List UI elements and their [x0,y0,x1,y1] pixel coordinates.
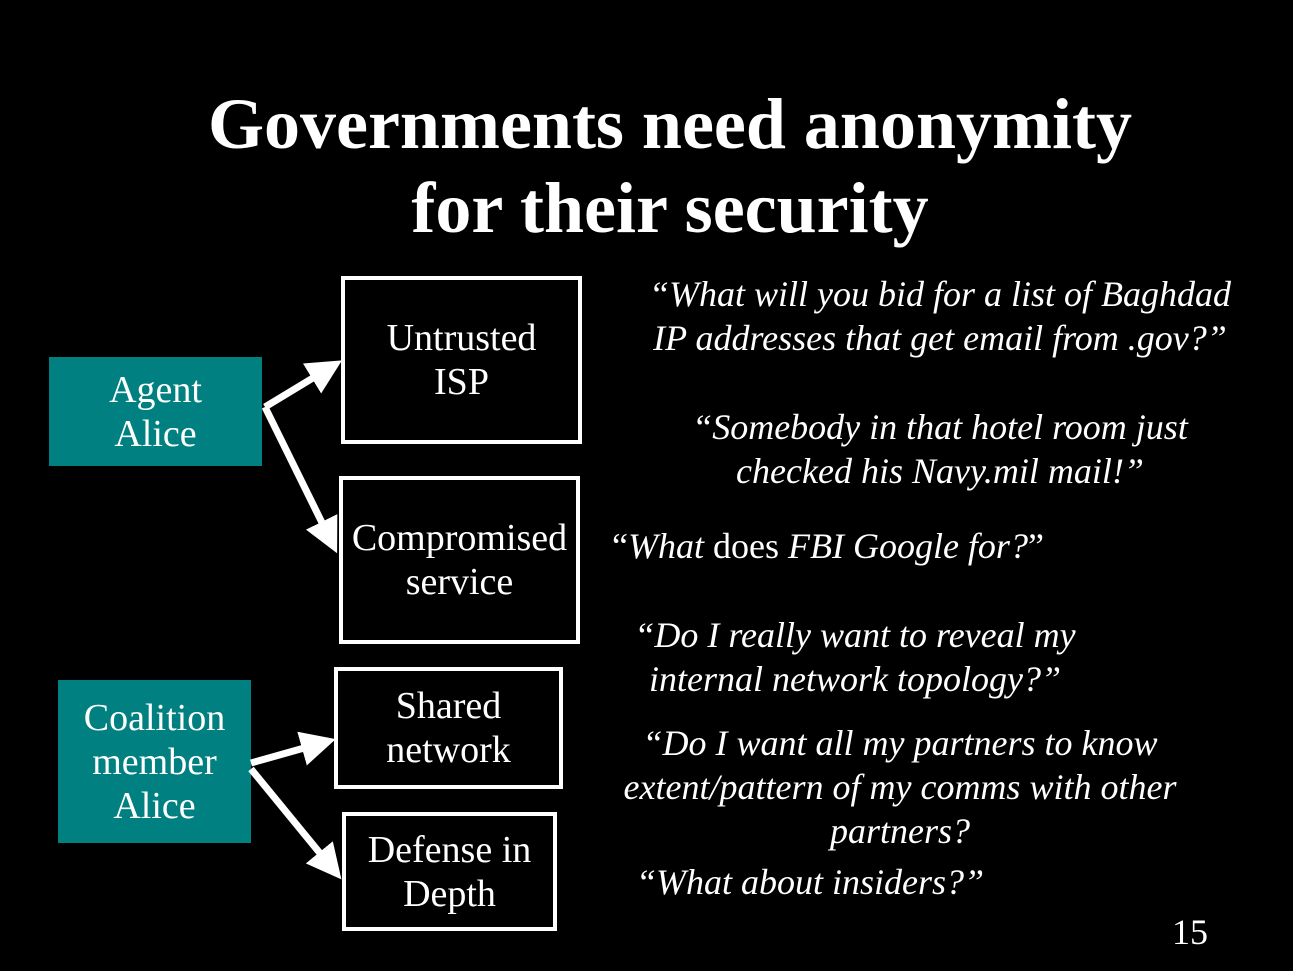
coalition-alice-label-line-3: Alice [113,784,196,827]
shared-network-box: Shared network [334,667,563,789]
quote-partners: “Do I want all my partners to know exten… [580,721,1220,853]
quote-network-topology-line-2: internal network topology?” [649,659,1061,699]
arrow-coalition-to-shared-network [250,731,336,767]
quote-partners-line-2: extent/pattern of my comms with other [623,767,1177,807]
arrow-agent-to-untrusted-isp [263,360,342,410]
quote-fbi-google-does: does [703,526,788,566]
quote-fbi-google-what: What [627,526,704,566]
arrow-agent-to-compromised-service [261,405,338,554]
quote-hotel-room-line-1: “Somebody in that hotel room just [692,407,1188,447]
quote-network-topology: “Do I really want to reveal my internal … [585,613,1125,701]
slide-title: Governments need anonymity for their sec… [0,82,1293,250]
page-number: 15 [1172,912,1208,952]
defense-in-depth-label-line-2: Depth [403,872,496,915]
untrusted-isp-label-line-2: ISP [434,361,489,403]
agent-alice-label-line-1: Agent [109,368,202,411]
quote-partners-line-1: “Do I want all my partners to know [642,723,1158,763]
coalition-alice-label-line-1: Coalition [83,696,226,739]
coalition-alice-box: Coalition member Alice [58,680,251,843]
quote-fbi-google: “What does FBI Google for?” [612,524,1044,568]
agent-alice-label-line-2: Alice [114,412,197,455]
quote-fbi-google-rest: FBI Google for? [787,526,1028,566]
coalition-alice-label-line-2: member [92,740,217,783]
quote-network-topology-line-1: “Do I really want to reveal my [634,615,1076,655]
compromised-service-label-line-2: service [405,561,514,603]
quote-baghdad-ip-line-1: “What will you bid for a list of Baghdad [648,274,1232,314]
untrusted-isp-label-line-1: Untrusted [386,317,537,359]
quote-insiders-line-1: “What about insiders?” [636,862,985,902]
quote-fbi-google-line: “What does FBI Google for?” [612,524,1044,568]
untrusted-isp-box: Untrusted ISP [341,276,582,444]
quote-hotel-room-line-2: checked his Navy.mil mail!” [736,451,1144,491]
quote-partners-line-3: partners? [829,811,970,851]
defense-in-depth-label-line-1: Defense in [367,828,532,871]
quote-baghdad-ip: “What will you bid for a list of Baghdad… [600,272,1280,360]
quote-fbi-google-close: ” [1027,526,1044,566]
compromised-service-box: Compromised service [339,476,580,644]
compromised-service-label-line-1: Compromised [351,517,568,559]
quote-baghdad-ip-line-2: IP addresses that get email from .gov?” [653,318,1227,358]
agent-alice-box: Agent Alice [49,357,262,466]
defense-in-depth-box: Defense in Depth [342,812,557,931]
arrow-coalition-to-defense-in-depth [248,766,342,880]
shared-network-label-line-2: network [386,729,511,771]
slide-title-line-2: for their security [411,168,929,248]
quote-fbi-google-open: “ [612,526,628,566]
slide-title-line-1: Governments need anonymity [208,84,1132,164]
quote-insiders: “What about insiders?” [636,860,984,904]
quote-hotel-room: “Somebody in that hotel room just checke… [620,405,1260,493]
shared-network-label-line-1: Shared [395,685,502,727]
